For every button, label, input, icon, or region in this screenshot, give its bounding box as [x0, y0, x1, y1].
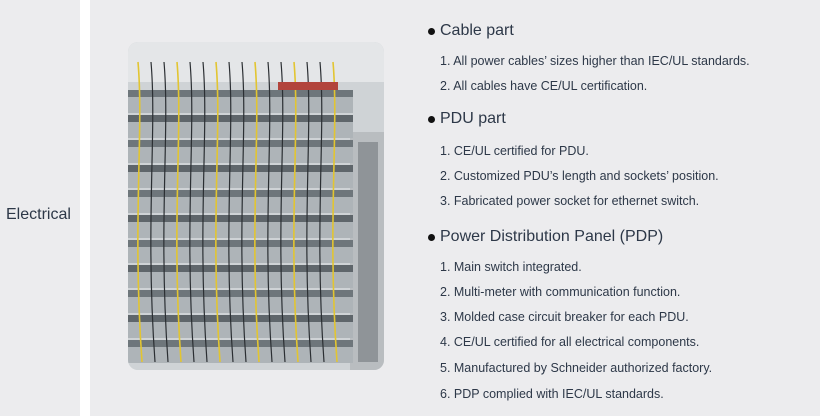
section-title-pdu: PDU part — [428, 110, 506, 128]
cable-item-2: 2. All cables have CE/UL certification. — [440, 79, 648, 93]
section-title-cable: Cable part — [428, 22, 514, 40]
bullet-icon — [428, 27, 435, 35]
pdp-item-2: 2. Multi-meter with communication functi… — [440, 285, 681, 299]
category-label: Electrical — [6, 206, 71, 223]
pdp-item-6: 6. PDP complied with IEC/UL standards. — [440, 387, 664, 401]
server-rack-photo — [128, 42, 384, 370]
pdp-item-3: 3. Molded case circuit breaker for each … — [440, 310, 689, 324]
bullet-icon — [428, 233, 435, 241]
section-title-pdp: Power Distribution Panel (PDP) — [428, 228, 663, 246]
cable-item-1: 1. All power cables’ sizes higher than I… — [440, 54, 750, 68]
pdu-item-1: 1. CE/UL certified for PDU. — [440, 144, 589, 158]
bullet-icon — [428, 115, 435, 123]
pdu-item-3: 3. Fabricated power socket for ethernet … — [440, 194, 700, 208]
column-divider — [80, 0, 90, 416]
left-column: Electrical — [0, 0, 80, 416]
pdu-item-2: 2. Customized PDU’s length and sockets’ … — [440, 169, 719, 183]
pdp-item-5: 5. Manufactured by Schneider authorized … — [440, 361, 713, 375]
pdp-item-1: 1. Main switch integrated. — [440, 260, 582, 274]
server-rack-cabling-illustration — [128, 42, 384, 370]
pdp-item-4: 4. CE/UL certified for all electrical co… — [440, 335, 700, 349]
